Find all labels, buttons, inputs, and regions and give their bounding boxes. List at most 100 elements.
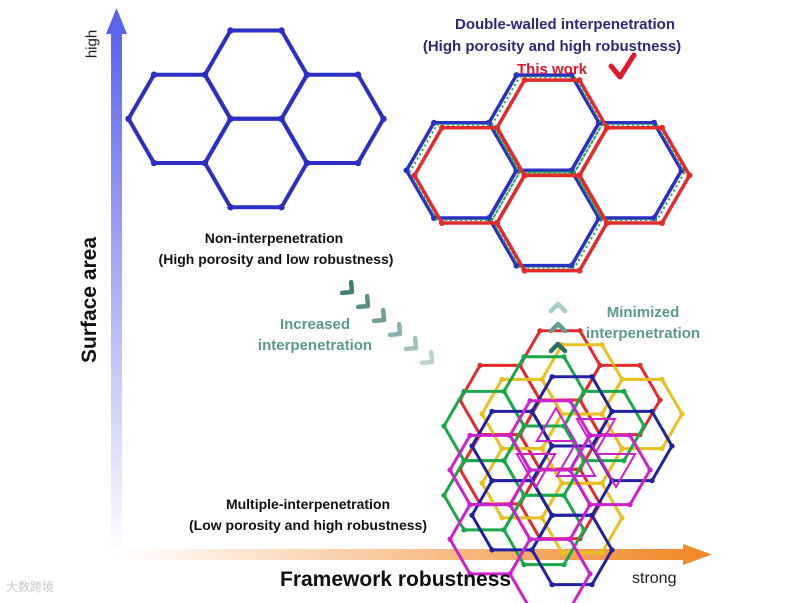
network-node xyxy=(567,398,573,404)
chevron-icon xyxy=(548,341,568,354)
network-node xyxy=(527,467,533,473)
network-node xyxy=(521,267,528,274)
network-node xyxy=(597,362,603,368)
network-node xyxy=(479,411,485,417)
chevron-icon xyxy=(371,307,387,324)
network-node xyxy=(619,446,625,452)
hexagon-ring xyxy=(600,377,684,451)
network-node xyxy=(489,408,495,414)
x-axis-arrow xyxy=(116,544,712,565)
network-node xyxy=(599,411,605,417)
increased-label-line2: interpenetration xyxy=(257,337,373,354)
network-node xyxy=(587,432,593,438)
network-node xyxy=(561,354,567,360)
network-node xyxy=(581,388,587,394)
y-axis-label: Surface area xyxy=(78,236,101,364)
minimized-label: Minimized xyxy=(606,304,680,321)
network-node xyxy=(559,480,565,486)
network-node xyxy=(477,362,483,368)
watermark-logo: 大数跨境 xyxy=(6,580,55,594)
network-node xyxy=(627,432,633,438)
network-node xyxy=(619,376,625,382)
x-axis-label: Framework robustness xyxy=(280,568,512,591)
chevron-icon xyxy=(355,293,371,310)
chevron-icon xyxy=(419,349,435,366)
triangle-ring xyxy=(515,453,557,489)
network-node xyxy=(641,423,647,429)
network-node xyxy=(621,458,627,464)
network-node xyxy=(576,172,583,179)
network-node xyxy=(537,328,543,334)
network-node xyxy=(278,27,285,34)
network-node xyxy=(659,376,665,382)
minimized-label-line2: interpenetration xyxy=(585,325,701,342)
network-node xyxy=(513,72,520,79)
network-node xyxy=(621,388,627,394)
network-node xyxy=(561,492,567,498)
network-node xyxy=(559,550,565,556)
hexagon-ring xyxy=(448,503,532,576)
y-axis-arrow xyxy=(106,8,127,557)
network-node xyxy=(659,124,665,131)
hexagon-ring xyxy=(569,120,684,220)
network-node xyxy=(686,172,693,179)
network-node xyxy=(647,467,653,473)
network-node xyxy=(513,262,520,269)
network-node xyxy=(441,492,447,498)
network-node xyxy=(539,515,545,521)
network-node xyxy=(494,124,500,131)
hexagon-ring xyxy=(203,116,309,210)
network-node xyxy=(589,582,595,588)
network-node xyxy=(501,458,507,464)
triangle-ring xyxy=(555,441,597,477)
minimized-arrow-icon xyxy=(548,301,568,354)
network-node xyxy=(567,536,573,542)
network-node xyxy=(521,423,527,429)
network-node xyxy=(227,204,234,211)
hexagon-ring xyxy=(487,73,601,173)
hexagon-ring xyxy=(279,72,386,165)
network-node xyxy=(609,408,615,414)
x-axis-high-label: strong xyxy=(632,570,677,587)
network-node xyxy=(201,159,209,167)
network-node xyxy=(576,77,583,84)
multiple-interpenetration-subtitle: (Low porosity and high robustness) xyxy=(189,517,427,533)
network-node xyxy=(380,115,387,123)
non-interpenetration-title: Non-interpenetration xyxy=(204,230,344,246)
network-node xyxy=(431,119,437,126)
network-node xyxy=(669,443,675,449)
network-node xyxy=(599,480,605,486)
network-node xyxy=(201,71,209,78)
network-node xyxy=(521,562,527,568)
network-node xyxy=(431,215,437,221)
triangle-ring xyxy=(595,453,637,489)
network-node xyxy=(651,119,657,126)
network-node xyxy=(354,71,362,78)
network-node xyxy=(441,423,447,429)
chevron-icon xyxy=(548,301,568,314)
triangle-ring xyxy=(535,406,577,442)
network-node xyxy=(604,124,610,131)
checkmark-icon xyxy=(608,52,637,80)
network-node xyxy=(527,536,533,542)
network-node xyxy=(499,376,505,382)
network-node xyxy=(659,220,665,226)
network-node xyxy=(461,458,467,464)
double-walled-title: Double-walled interpenetration xyxy=(454,16,676,33)
network-node xyxy=(447,467,453,473)
increased-arrow-icon xyxy=(339,279,435,366)
network-node xyxy=(627,502,633,508)
network-node xyxy=(529,408,535,414)
network-node xyxy=(227,27,234,34)
network-node xyxy=(549,443,555,449)
network-node xyxy=(467,502,473,508)
network-node xyxy=(469,512,475,518)
network-node xyxy=(619,515,625,521)
double-walled-network xyxy=(403,72,693,274)
chevron-icon xyxy=(548,321,568,334)
hexagon-ring xyxy=(495,173,609,273)
network-node xyxy=(521,492,527,498)
non-interpenetration-subtitle: (High porosity and low robustness) xyxy=(158,251,394,267)
chevron-icon xyxy=(403,335,419,352)
